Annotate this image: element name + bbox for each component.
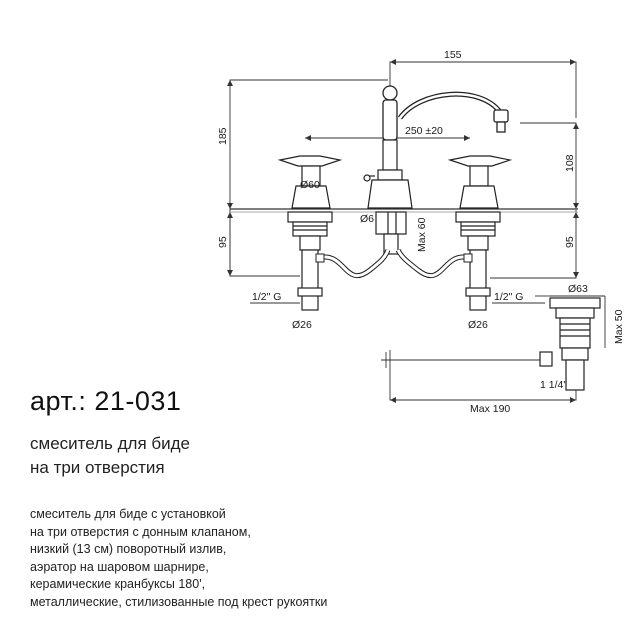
- spout: [382, 85, 509, 141]
- dim-hole-diameter: Ø6: [360, 213, 374, 225]
- dim-tail-right: Ø26: [468, 319, 488, 331]
- dim-thread-left: 1/2" G: [252, 291, 281, 303]
- dim-max-drain: Max 60: [416, 217, 428, 252]
- description-line: керамические кранбуксы 180',: [30, 577, 206, 591]
- subtitle-line: на три отверстия: [30, 458, 165, 477]
- hoses: [315, 248, 473, 279]
- dim-rod-max: Max 190: [470, 403, 510, 415]
- right-valve: [447, 155, 513, 311]
- description-line: смеситель для биде с установкой: [30, 507, 226, 521]
- dim-depth-right: 95: [564, 236, 576, 248]
- dim-tail-left: Ø26: [292, 319, 312, 331]
- dim-drain-thread: 1 1/4": [540, 379, 567, 391]
- product-subtitle: смеситель для биде на три отверстия: [30, 432, 190, 480]
- dimension-arrows: [227, 59, 579, 403]
- drain-valve: [539, 297, 601, 391]
- description-line: низкий (13 см) поворотный излив,: [30, 542, 227, 556]
- dim-depth-left: 95: [217, 236, 229, 248]
- dim-thread-right: 1/2" G: [494, 291, 523, 303]
- dim-spread: 250 ±20: [405, 125, 443, 137]
- dim-handle-diameter: Ø60: [300, 179, 320, 191]
- product-description: смеситель для биде с установкой на три о…: [30, 506, 327, 611]
- central-body: [363, 139, 413, 255]
- left-valve: [277, 155, 343, 311]
- dim-drain-diameter: Ø63: [568, 283, 588, 295]
- dim-total-height: 185: [217, 127, 229, 145]
- dimension-labels: 155 185 250 ±20 108 Ø60 Ø6 Max 60 95 95 …: [217, 49, 625, 415]
- description-line: металлические, стилизованные под крест р…: [30, 594, 328, 609]
- dim-drain-max: Max 50: [613, 309, 625, 344]
- technical-drawing: 155 185 250 ±20 108 Ø60 Ø6 Max 60 95 95 …: [217, 49, 625, 415]
- article-number: арт.: 21-031: [30, 386, 182, 416]
- dim-spout-reach: 155: [444, 49, 462, 61]
- description-line: на три отверстия с донным клапаном,: [30, 524, 251, 539]
- description-line: аэратор на шаровом шарнире,: [30, 559, 209, 574]
- subtitle-line: смеситель для биде: [30, 434, 190, 453]
- dim-spout-height: 108: [564, 154, 576, 172]
